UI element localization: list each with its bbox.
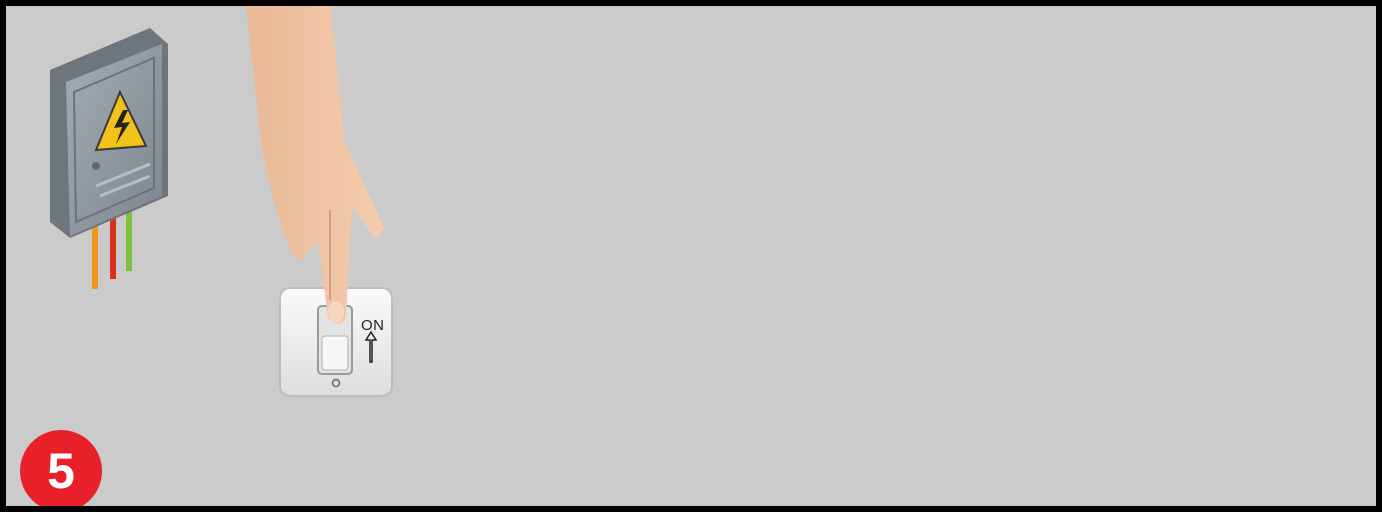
step-number: 5: [47, 443, 75, 499]
step-number-badge: 5: [20, 430, 102, 506]
hand-pressing-switch: [246, 6, 393, 397]
electrical-panel: [50, 28, 168, 289]
switch-on-label: ON: [361, 317, 385, 334]
